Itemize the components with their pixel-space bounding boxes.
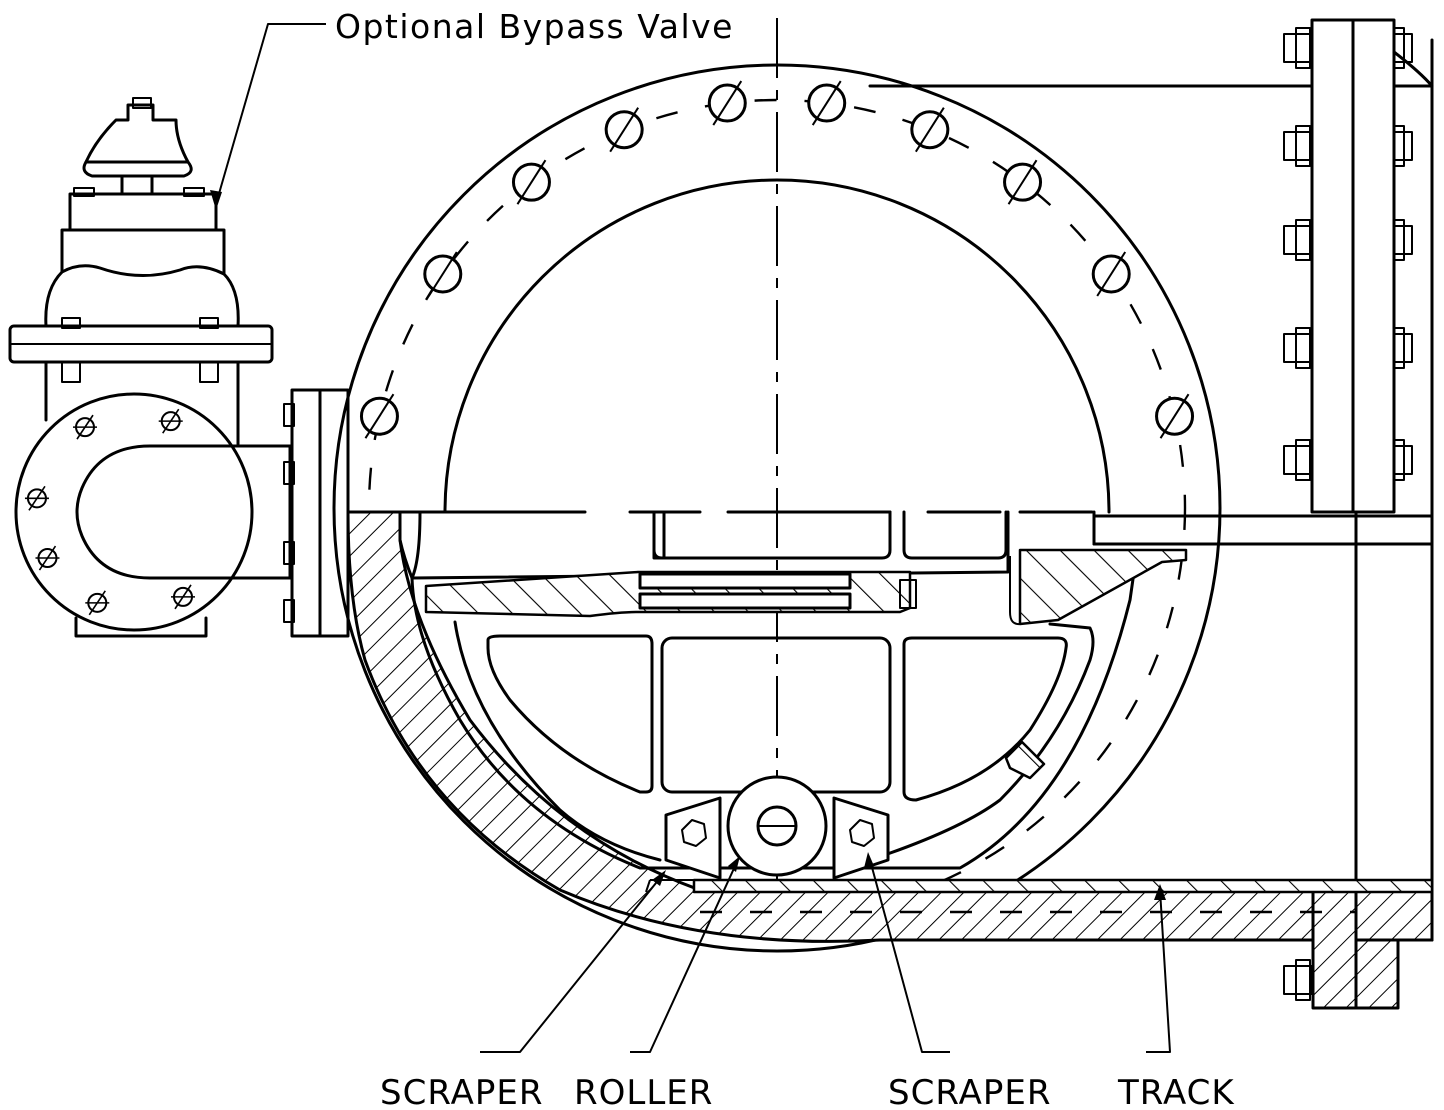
- flange-bolts-right: [1283, 27, 1413, 1001]
- bolt-hole-mark: [1007, 159, 1038, 205]
- bolt-hole-mark: [1096, 251, 1127, 297]
- bolt-hole-mark: [364, 393, 395, 439]
- plug-disc: [398, 510, 1136, 870]
- valve-body: [332, 18, 1222, 953]
- leader-lines: [210, 23, 1171, 1053]
- scraper-left: [664, 796, 722, 880]
- bolt-hole-mark: [427, 251, 458, 297]
- bolt-hole-mark: [712, 80, 743, 126]
- side-wedge: [1004, 740, 1046, 780]
- roller: [726, 775, 828, 877]
- label-scraper-left: SCRAPER: [380, 1073, 543, 1110]
- bypass-flange-bolts: [24, 408, 195, 616]
- label-roller: ROLLER: [574, 1073, 713, 1110]
- bolt-hole-mark: [516, 159, 547, 205]
- label-scraper-right: SCRAPER: [888, 1073, 1051, 1110]
- pipe-flange-right: [868, 18, 1434, 942]
- body-bolt-holes: [359, 80, 1195, 439]
- bypass-pipe: [14, 388, 350, 638]
- label-track: TRACK: [1117, 1073, 1235, 1110]
- label-optional-bypass-valve: Optional Bypass Valve: [335, 7, 734, 46]
- plug-top-hatched: [424, 570, 917, 618]
- bolt-hole-mark: [811, 80, 842, 126]
- scraper-right: [832, 796, 890, 880]
- bolt-hole-mark: [914, 107, 945, 153]
- bolt-hole-mark: [609, 107, 640, 153]
- right-seat-ring: [1009, 548, 1188, 626]
- bolt-hole-mark: [1159, 393, 1190, 439]
- seat-lines: [398, 510, 1434, 546]
- bypass-valve: [8, 97, 274, 446]
- body-lower-section: [346, 510, 1434, 1010]
